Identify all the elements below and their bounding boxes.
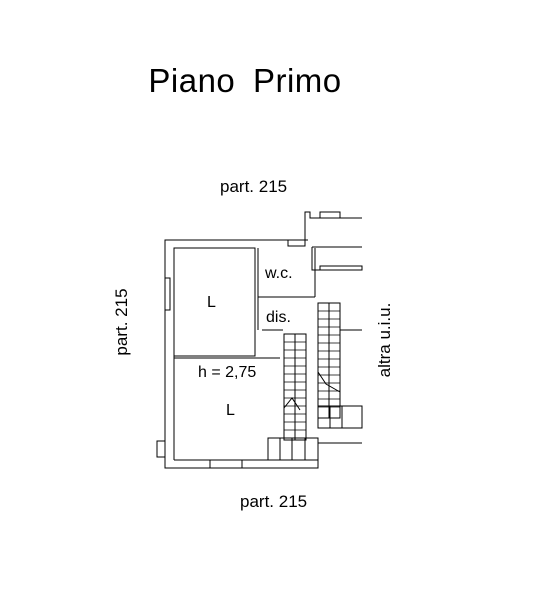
floor-title: Piano Primo	[148, 62, 342, 99]
outer-walls	[164, 211, 362, 469]
label-north-parcel: part. 215	[220, 177, 288, 196]
inner-walls	[173, 247, 316, 461]
label-south-parcel: part. 215	[240, 492, 308, 511]
room-height-label: h = 2,75	[198, 364, 256, 381]
room-label-wc: w.c.	[264, 265, 293, 282]
stair-right	[317, 302, 363, 429]
stair-left	[267, 333, 319, 461]
room-label-living-upper: L	[207, 294, 216, 311]
room-label-living-lower: L	[226, 402, 235, 419]
windows	[156, 211, 363, 469]
room-label-dis: dis.	[266, 309, 291, 326]
